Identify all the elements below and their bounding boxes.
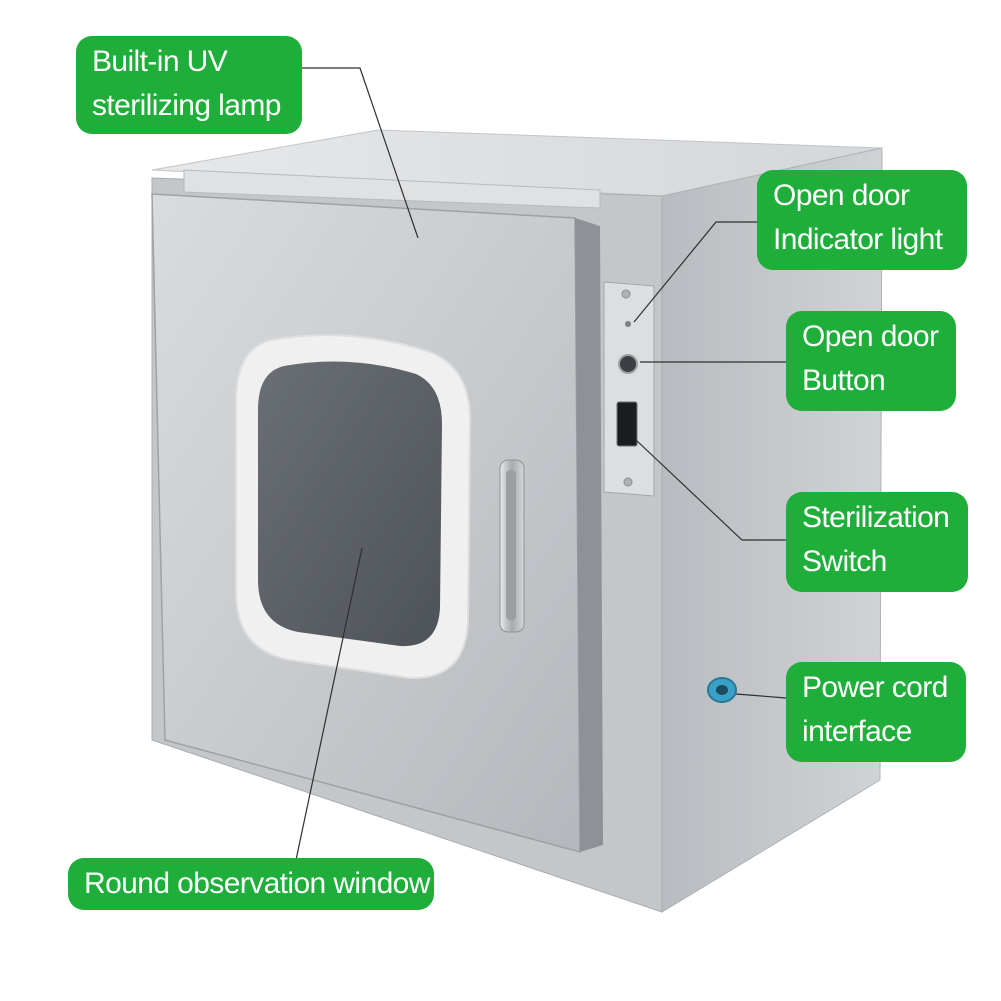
power-cord-connector-hole <box>716 685 728 695</box>
label-line: sterilizing lamp <box>92 89 281 122</box>
line-indicator-light <box>633 221 757 323</box>
screw-icon <box>623 477 633 487</box>
label-line: Open door <box>802 320 939 353</box>
sterilization-switch-icon[interactable] <box>616 401 638 447</box>
connector-lines <box>295 67 787 861</box>
line-power-cord <box>735 693 787 699</box>
line-observation-window <box>295 547 363 861</box>
label-line: Open door <box>773 179 910 212</box>
control-panel <box>603 281 655 497</box>
label-line: Switch <box>802 545 887 578</box>
screw-icon <box>621 289 631 299</box>
open-door-button-icon[interactable] <box>618 354 638 374</box>
label-uv-sterilizing-lamp: Built-in UV sterilizing lamp <box>76 36 302 134</box>
window-glass <box>258 361 442 647</box>
control-plate <box>603 281 655 497</box>
label-round-observation-window: Round observation window <box>68 858 434 910</box>
label-power-cord-interface: Power cord interface <box>786 662 966 762</box>
line-sterilization-switch <box>635 439 786 541</box>
label-open-door-button: Open door Button <box>786 311 956 411</box>
label-line: interface <box>802 715 912 748</box>
label-sterilization-switch: Sterilization Switch <box>786 492 968 592</box>
label-line: Sterilization <box>802 501 950 534</box>
label-line: Built-in UV <box>92 45 228 78</box>
door[interactable] <box>151 193 603 853</box>
power-cord-interface <box>707 677 737 703</box>
label-line: Indicator light <box>773 223 943 256</box>
label-line: Power cord <box>802 671 948 704</box>
door-handle-grip <box>506 470 516 620</box>
door-edge <box>575 218 603 852</box>
indicator-light-icon <box>625 321 631 327</box>
label-line: Round observation window <box>84 867 430 900</box>
line-uv-lamp <box>300 67 419 239</box>
label-open-door-indicator-light: Open door Indicator light <box>757 170 967 270</box>
label-line: Button <box>802 364 886 397</box>
door-top-rail <box>183 169 601 209</box>
